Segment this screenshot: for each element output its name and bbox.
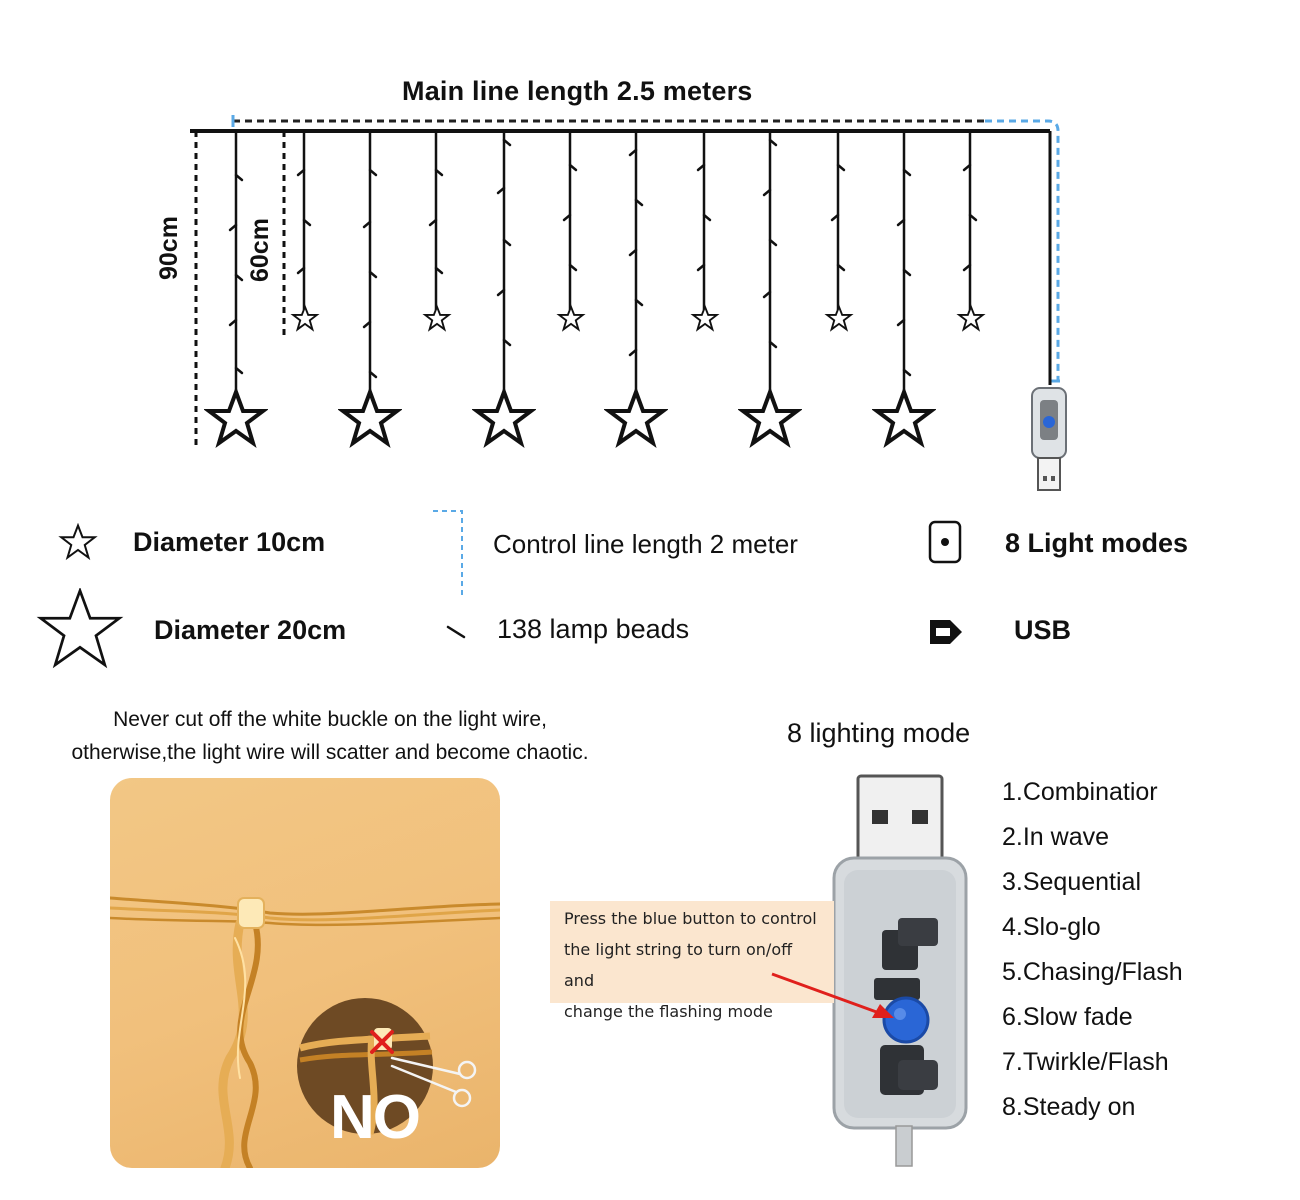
spec-lamp-beads: 138 lamp beads <box>497 614 690 644</box>
mode-item: 7.Twirkle/Flash <box>1002 1048 1169 1076</box>
height-60-label: 60cm <box>246 218 274 282</box>
mode-item: 5.Chasing/Flash <box>1002 958 1183 986</box>
large-star-icon <box>36 588 124 669</box>
controller-small-icon <box>1031 387 1067 491</box>
mode-item: 8.Steady on <box>1002 1093 1136 1121</box>
modes-title: 8 lighting mode <box>787 718 971 748</box>
mode-item: 2.In wave <box>1002 823 1110 851</box>
spec-large-star: Diameter 20cm <box>154 615 347 645</box>
main-line-label: Main line length 2.5 meters <box>402 76 753 106</box>
button-callout: Press the blue button to control the lig… <box>550 901 834 1021</box>
warning-text: Never cut off the white buckle on the li… <box>10 703 650 769</box>
mode-item: 3.Sequential <box>1002 868 1142 896</box>
mode-item: 6.Slow fade <box>1002 1003 1133 1031</box>
lamp-bead-ticks <box>228 138 978 379</box>
spec-small-star: Diameter 10cm <box>133 527 326 557</box>
control-line-dimension <box>985 119 1060 380</box>
spec-usb: USB <box>1014 615 1072 645</box>
warning-line-1: Never cut off the white buckle on the li… <box>113 708 547 731</box>
scissors-icon <box>390 1056 477 1108</box>
warning-line-2: otherwise,the light wire will scatter an… <box>71 741 589 764</box>
spec-light-modes: 8 Light modes <box>1005 528 1189 558</box>
controller-icon <box>928 520 962 564</box>
mode-item: 4.Slo-glo <box>1002 913 1101 941</box>
wire-segment-icon <box>446 625 466 639</box>
mode-item: 1.Combinatior <box>1002 778 1158 806</box>
callout-line-2: the light string to turn on/off and <box>564 940 793 990</box>
small-star-icon <box>58 523 98 561</box>
callout-line-3: change the flashing mode <box>564 1002 773 1021</box>
spec-control-line: Control line length 2 meter <box>493 529 798 559</box>
cut-forbidden-icon <box>370 1030 394 1054</box>
height-90-label: 90cm <box>155 216 183 280</box>
mode-list: 1.Combinatior 2.In wave 3.Sequential 4.S… <box>1002 778 1183 1138</box>
usb-plug-icon <box>930 620 962 644</box>
small-stars <box>292 305 984 331</box>
buckle-photo: NO <box>110 778 500 1168</box>
no-label: NO <box>330 1083 421 1152</box>
blue-button-icon <box>882 996 930 1044</box>
callout-arrow-icon <box>771 972 894 1018</box>
curtain-light-diagram <box>190 115 1067 491</box>
callout-line-1: Press the blue button to control <box>564 909 817 928</box>
control-line-icon <box>433 510 463 598</box>
usb-controller-illustration <box>832 774 968 1167</box>
large-stars <box>207 390 933 445</box>
wire-photo-illustration <box>110 896 500 1168</box>
